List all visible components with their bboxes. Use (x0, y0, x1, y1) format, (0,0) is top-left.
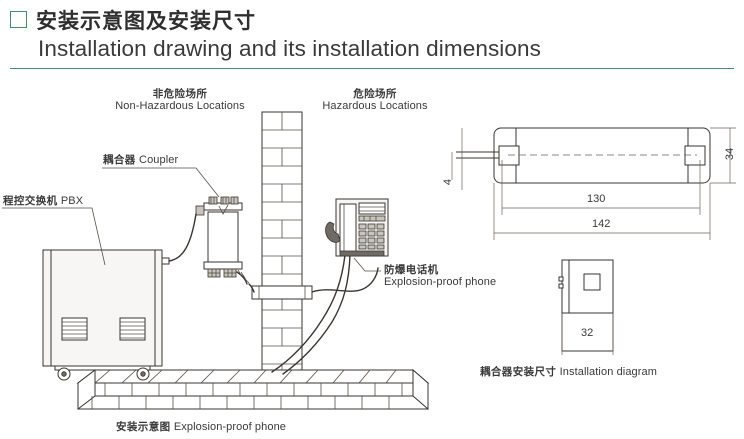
zone-label-hazardous: 危险场所 Hazardous Locations (303, 88, 447, 113)
page-title-cn: 安装示意图及安装尺寸 (36, 10, 256, 33)
pbx-label-en: PBX (60, 195, 84, 207)
installation-box-drawing (558, 259, 614, 355)
pbx-label: 程控交换机 PBX (3, 195, 83, 208)
square-outline-icon (10, 11, 27, 28)
floor-platform (76, 368, 430, 411)
dimension-value-130: 130 (587, 193, 606, 205)
coupler-label-en: Coupler (139, 154, 179, 166)
cable-runs (168, 213, 379, 375)
zone-label-non-hazardous-en: Non-Hazardous Locations (115, 100, 245, 113)
header-divider (10, 68, 734, 69)
wall-pass-through-fitting (251, 285, 313, 300)
coupler-label-cn: 耦合器 (103, 154, 140, 166)
zone-label-hazardous-cn: 危险场所 (353, 88, 397, 100)
dimension-value-142: 142 (592, 218, 611, 230)
installation-diagram-caption-cn: 耦合器安装尺寸 (480, 366, 560, 378)
phone-label-cn: 防爆电话机 (384, 264, 439, 276)
brick-wall-column (261, 111, 303, 371)
coupler-device (195, 196, 243, 278)
installation-diagram-caption: 耦合器安装尺寸 Installation diagram (480, 366, 657, 379)
pbx-cabinet (42, 249, 170, 381)
illustration-caption-en: Explosion-proof phone (173, 421, 287, 433)
illustration-caption: 安装示意图 Explosion-proof phone (116, 421, 286, 434)
installation-diagram-caption-en: Installation diagram (559, 366, 658, 378)
page-header: 安装示意图及安装尺寸 Installation drawing and its … (0, 0, 744, 72)
phone-label-en: Explosion-proof phone (384, 276, 497, 289)
leader-lines (2, 167, 381, 272)
coupler-label: 耦合器 Coupler (103, 154, 178, 167)
dimension-value-4: 4 (442, 178, 455, 186)
phone-label: 防爆电话机 Explosion-proof phone (384, 264, 496, 289)
illustration-caption-cn: 安装示意图 (116, 421, 174, 433)
dimension-value-34: 34 (724, 147, 737, 161)
explosion-proof-phone (325, 198, 389, 257)
pbx-label-cn: 程控交换机 (3, 195, 61, 207)
zone-label-non-hazardous: 非危险场所 Non-Hazardous Locations (100, 88, 260, 113)
page-title-en: Installation drawing and its installatio… (38, 36, 541, 61)
coupler-dimension-drawing (451, 127, 736, 240)
flexible-conduit (236, 269, 250, 285)
zone-label-hazardous-en: Hazardous Locations (322, 100, 428, 113)
zone-label-non-hazardous-cn: 非危险场所 (152, 88, 208, 100)
dimension-value-32: 32 (581, 327, 594, 339)
